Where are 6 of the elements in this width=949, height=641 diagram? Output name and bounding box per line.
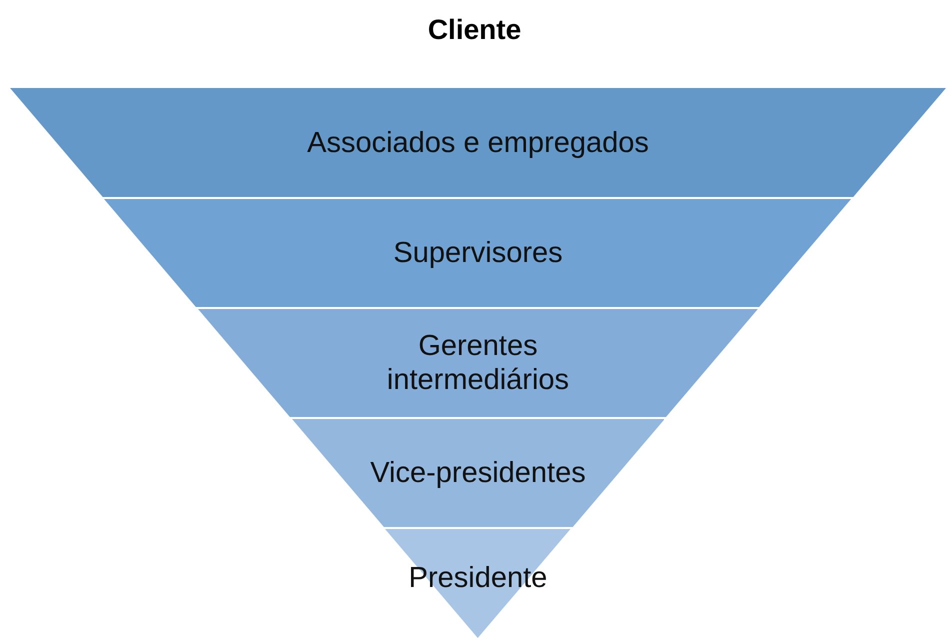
level-label: Gerentes intermediários xyxy=(386,329,570,397)
level-label: Supervisores xyxy=(393,236,563,270)
level-label: Presidente xyxy=(408,561,548,596)
level-label: Vice-presidentes xyxy=(370,456,586,490)
diagram-title: Cliente xyxy=(428,14,522,46)
level-label: Associados e empregados xyxy=(307,126,649,160)
